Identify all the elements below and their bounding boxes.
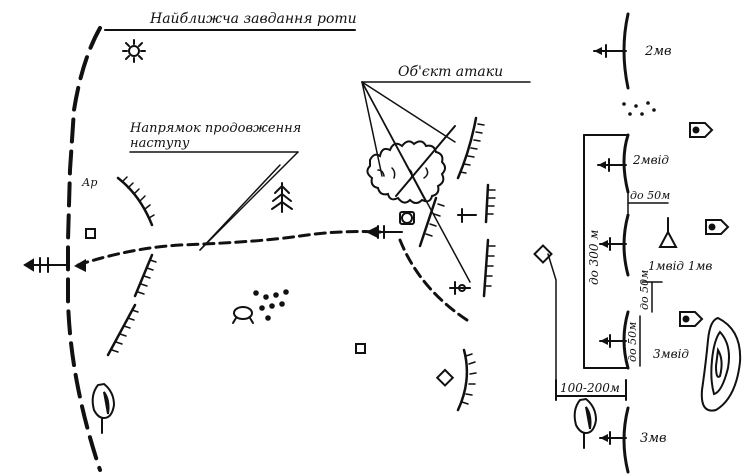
assault-arc — [398, 238, 472, 324]
dist-50-a-text: до 50м — [630, 189, 670, 202]
position-blob-icon — [232, 289, 289, 324]
squad-3: 3мвід — [599, 310, 689, 370]
squad-3-text: 3мвід — [653, 347, 689, 361]
squad-2: 2мвід — [597, 133, 669, 194]
attack-object-shape — [366, 140, 446, 204]
hill-contour-icon — [700, 316, 742, 412]
trench-line-8 — [456, 348, 477, 412]
advance-direction-text-1: Напрямок продовження — [129, 121, 301, 136]
tank-marker-icon — [705, 219, 730, 235]
dist-50-b-text: до 50м — [638, 270, 651, 310]
dist-50-c: до 50м — [626, 315, 641, 367]
nearest-task-label: Найближча завдання роти — [104, 11, 357, 31]
squad-2-text: 2мвід — [632, 153, 669, 167]
gun-icon — [449, 281, 471, 295]
platoon-3: 3мв — [599, 406, 667, 474]
platoon-2-text: 2мв — [644, 44, 672, 59]
trench-line-2 — [133, 253, 157, 298]
dist-range: 100-200м — [555, 379, 627, 401]
sun-icon — [122, 39, 146, 63]
nearest-task-text: Найближча завдання роти — [149, 11, 357, 27]
platoon-3-text: 3мв — [640, 431, 667, 446]
advance-path — [74, 230, 382, 272]
deciduous-tree-icon — [91, 382, 116, 434]
depth-bracket: до 300 м — [583, 134, 629, 369]
trench-line-7 — [418, 196, 445, 248]
trench-line-1 — [116, 176, 155, 227]
dot-cluster — [622, 101, 656, 116]
trench-line-3 — [106, 303, 139, 357]
object-pointer-line — [395, 125, 456, 197]
tank-icon — [399, 211, 415, 225]
advance-direction-label: Напрямок продовження наступу — [129, 121, 301, 251]
tank-marker-icon — [679, 311, 704, 327]
square-marker — [355, 343, 366, 354]
diamond-marker — [435, 368, 455, 387]
dist-50-b: до 50м — [638, 270, 663, 313]
deciduous-tree-icon — [573, 397, 598, 449]
left-front-line — [66, 26, 102, 472]
gun-icon — [457, 208, 477, 223]
diamond-leader-line — [547, 253, 557, 401]
tank-marker-icon — [689, 122, 714, 138]
trench-line-5 — [484, 183, 496, 224]
dist-50-a: до 50м — [627, 189, 670, 214]
trench-line-4 — [456, 116, 485, 180]
square-marker — [85, 228, 96, 239]
attack-object-label: Об'єкт атаки — [361, 64, 531, 283]
commander-flag-icon — [658, 217, 678, 248]
squad-1: 1мвід 1мв — [599, 213, 712, 277]
marker-left-text: Ар — [81, 176, 97, 189]
diamond-marker — [533, 244, 553, 264]
dist-range-text: 100-200м — [560, 381, 620, 395]
platoon-2: 2мв — [593, 12, 672, 90]
trench-line-6 — [482, 238, 496, 298]
squad-1-text: 1мвід 1мв — [648, 259, 712, 273]
advance-direction-text-2: наступу — [130, 136, 190, 151]
tree-icon — [271, 182, 293, 213]
left-arrow-flag-icon — [23, 257, 69, 273]
attack-object-text: Об'єкт атаки — [398, 64, 503, 80]
dist-300-text: до 300 м — [587, 230, 601, 285]
dist-50-c-text: до 50м — [626, 322, 639, 362]
assault-arrow-icon — [365, 225, 403, 239]
